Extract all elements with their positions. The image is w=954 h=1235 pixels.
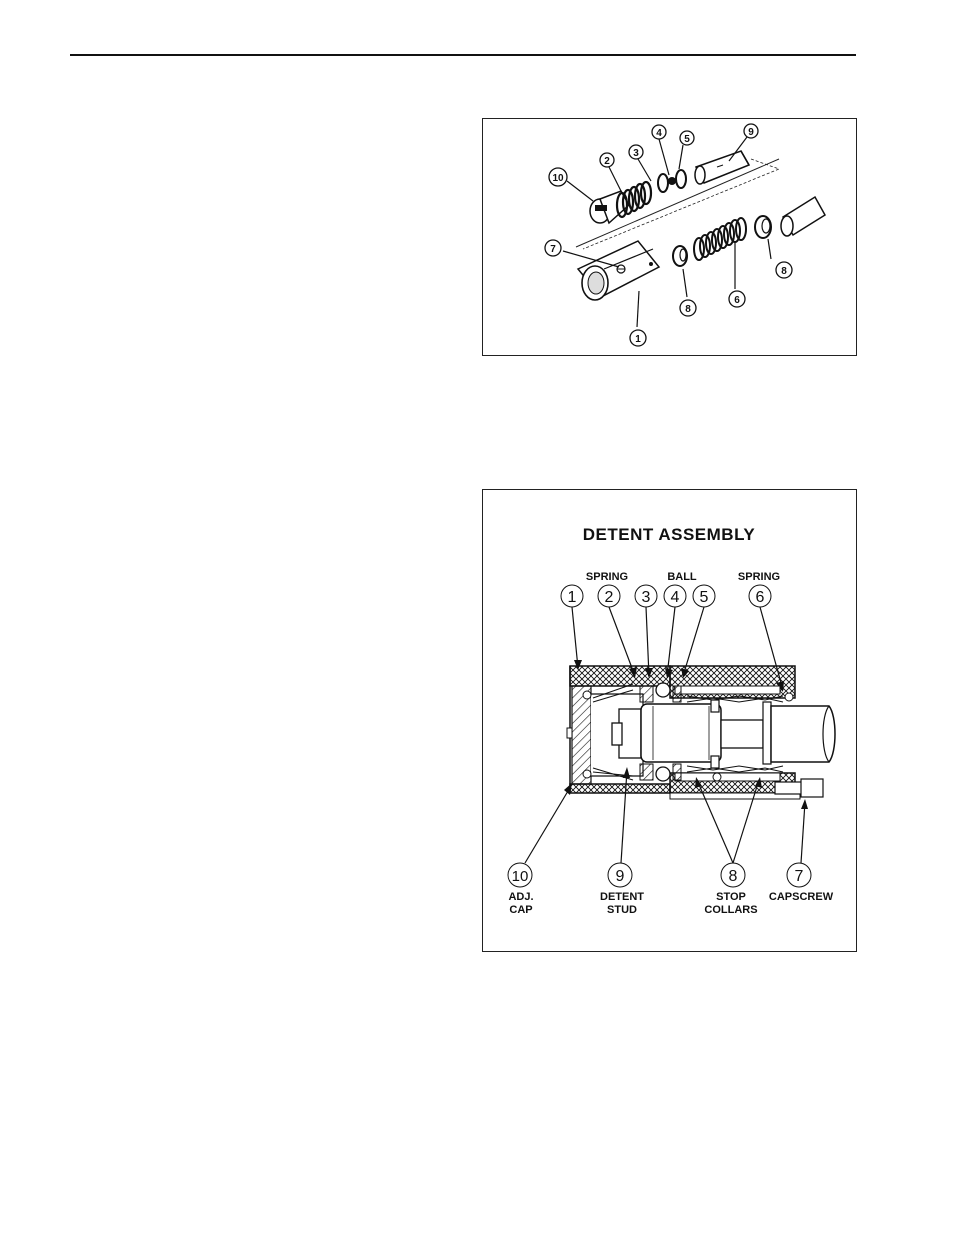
- callout-9-text: 9: [748, 127, 754, 138]
- callout-8-right-text: 8: [781, 266, 787, 277]
- callout-2: 2: [600, 153, 614, 167]
- top-callout-4: 4: [664, 585, 686, 607]
- stop-collar-right-part: [755, 216, 771, 238]
- bottom-callout-8-text: 8: [729, 868, 738, 885]
- ball-4-part: [668, 177, 676, 185]
- callout-7-text: 7: [550, 244, 556, 255]
- shaft-part: [781, 197, 825, 236]
- bottom-callout-7-text: 7: [795, 868, 804, 885]
- callout-1: 1: [630, 330, 646, 346]
- label-collars: COLLARS: [704, 904, 757, 916]
- callout-10: 10: [549, 168, 567, 186]
- housing-body: [567, 666, 835, 799]
- callout-6: 6: [729, 291, 745, 307]
- exploded-view-drawing: 10 2 3 4 5 9 7 8: [483, 119, 856, 355]
- callout-4-text: 4: [656, 128, 662, 139]
- bottom-callout-9-text: 9: [616, 868, 625, 885]
- top-callout-2: 2: [598, 585, 620, 607]
- callout-5: 5: [680, 131, 694, 145]
- label-spring-left: SPRING: [586, 571, 628, 583]
- callout-9: 9: [744, 124, 758, 138]
- label-adj: ADJ.: [508, 891, 533, 903]
- detent-stud-part: [695, 151, 749, 184]
- callout-2-text: 2: [604, 156, 610, 167]
- top-callout-5: 5: [693, 585, 715, 607]
- top-callout-1: 1: [561, 585, 583, 607]
- label-stud: STUD: [607, 904, 637, 916]
- label-spring-right: SPRING: [738, 571, 780, 583]
- callout-6-text: 6: [734, 295, 740, 306]
- callout-5-text: 5: [684, 134, 690, 145]
- washer-3-part: [658, 174, 668, 192]
- label-capscrew: CAPSCREW: [769, 891, 834, 903]
- body-part: [578, 241, 659, 300]
- callout-8-left: 8: [680, 300, 696, 316]
- callout-7: 7: [545, 240, 561, 256]
- detent-assembly-figure: DETENT ASSEMBLY SPRING BALL SPRING 1 2 3…: [482, 489, 857, 952]
- top-callout-6: 6: [749, 585, 771, 607]
- exploded-view-figure: 10 2 3 4 5 9 7 8: [482, 118, 857, 356]
- top-callout-5-text: 5: [700, 589, 709, 606]
- bottom-callout-10: 10: [508, 863, 532, 887]
- top-callout-1-text: 1: [568, 589, 577, 606]
- top-callout-2-text: 2: [605, 589, 614, 606]
- callout-3: 3: [629, 145, 643, 159]
- callout-1-text: 1: [635, 334, 641, 345]
- figure-title: DETENT ASSEMBLY: [583, 525, 756, 544]
- washer-5-part: [676, 170, 686, 188]
- bottom-callout-9: 9: [608, 863, 632, 887]
- detent-assembly-drawing: DETENT ASSEMBLY SPRING BALL SPRING 1 2 3…: [483, 490, 856, 951]
- top-callout-6-text: 6: [756, 589, 765, 606]
- callout-8-left-text: 8: [685, 304, 691, 315]
- label-ball: BALL: [667, 571, 697, 583]
- bottom-callout-8: 8: [721, 863, 745, 887]
- top-callout-3-text: 3: [642, 589, 651, 606]
- label-detent: DETENT: [600, 891, 644, 903]
- callout-10-text: 10: [552, 173, 564, 184]
- spring-6-part: [694, 218, 746, 260]
- top-callout-4-text: 4: [671, 589, 680, 606]
- header-rule: [70, 54, 856, 56]
- label-cap: CAP: [509, 904, 532, 916]
- label-stop: STOP: [716, 891, 746, 903]
- stop-collar-left-part: [673, 246, 687, 266]
- top-callout-3: 3: [635, 585, 657, 607]
- bottom-callout-7: 7: [787, 863, 811, 887]
- bottom-callout-10-text: 10: [512, 868, 529, 885]
- callout-4: 4: [652, 125, 666, 139]
- callout-3-text: 3: [633, 148, 639, 159]
- callout-8-right: 8: [776, 262, 792, 278]
